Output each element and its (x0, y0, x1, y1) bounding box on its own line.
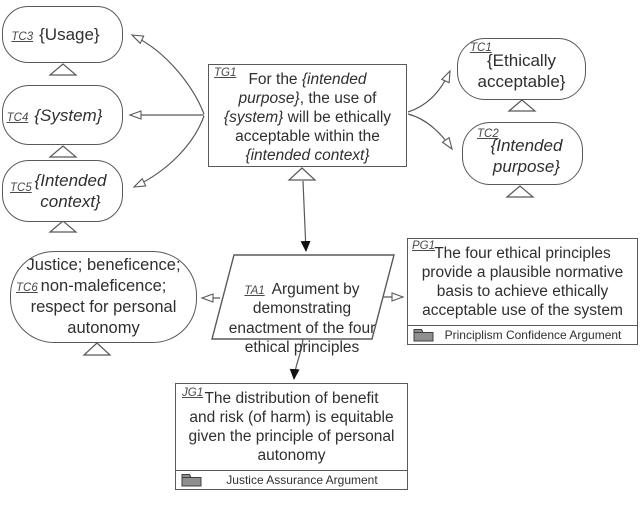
public-triangle-tc2 (505, 185, 535, 198)
context-node-tc2: TC2 {Intended purpose} (462, 122, 583, 185)
folder-icon (413, 329, 434, 342)
module-name: Principlism Confidence Argument (444, 328, 622, 342)
node-text: {Usage} (39, 25, 100, 44)
public-triangle-tc6 (82, 342, 112, 356)
module-name: Justice Assurance Argument (226, 473, 378, 487)
edge-ta1-jg1 (289, 338, 304, 380)
node-text: {Intended context} (34, 171, 107, 211)
node-id-label: TG1 (214, 67, 237, 79)
context-node-tc5: TC5 {Intended context} (2, 160, 123, 222)
public-triangle-tc3 (48, 63, 78, 76)
edge-tg1-tc5 (132, 115, 205, 188)
node-id-label: TC2 (477, 128, 499, 140)
edge-tg1-tc1 (407, 69, 451, 113)
public-triangle-tc1 (507, 99, 537, 112)
node-id-label: TC4 (6, 111, 29, 124)
node-id-label: JG1 (182, 387, 204, 399)
node-text: {System} (34, 105, 103, 125)
node-text: {Ethically acceptable} (477, 51, 566, 91)
context-node-tc4: TC4 {System} (2, 85, 123, 145)
node-id-label: PG1 (412, 240, 436, 252)
node-text: The distribution of benefit and risk (of… (188, 390, 395, 464)
context-node-tc1: TC1 {Ethically acceptable} (457, 38, 586, 100)
goal-node-tg1: TG1 For the {intended purpose}, the use … (208, 64, 407, 167)
public-triangle-tg1 (287, 167, 317, 181)
module-bar: Justice Assurance Argument (176, 470, 407, 489)
node-id-label: TA1 (244, 284, 265, 297)
node-id-label: TC3 (11, 31, 34, 43)
goal-node-jg1: JG1 The distribution of benefit and risk… (175, 383, 408, 490)
goal-node-pg1: PG1 The four ethical principles provide … (407, 238, 638, 345)
node-id-label: TC5 (10, 182, 32, 194)
context-node-tc6: TC6 Justice; beneficence; non-maleficenc… (10, 251, 197, 343)
context-node-tc3: TC3 {Usage} (2, 6, 123, 63)
module-bar: Principlism Confidence Argument (408, 325, 637, 344)
node-id-label: TC6 (16, 282, 38, 294)
public-triangle-tc5 (48, 220, 78, 233)
edge-tg1-ta1 (300, 180, 311, 252)
edge-tg1-tc3 (130, 34, 205, 115)
public-triangle-tc4 (48, 145, 78, 158)
node-text: The four ethical principles provide a pl… (421, 245, 624, 319)
folder-icon (181, 474, 202, 487)
node-text: {Intended purpose} (490, 135, 563, 176)
node-text: Justice; beneficence; non-maleficence; r… (26, 256, 181, 337)
node-text: Argument by demonstrating enactment of t… (228, 280, 376, 357)
strategy-ta1-shape (211, 254, 395, 340)
node-text: For the {intended purpose}, the use of {… (223, 71, 392, 164)
node-id-label: TC1 (470, 42, 492, 54)
edge-tg1-tc2 (407, 113, 453, 151)
